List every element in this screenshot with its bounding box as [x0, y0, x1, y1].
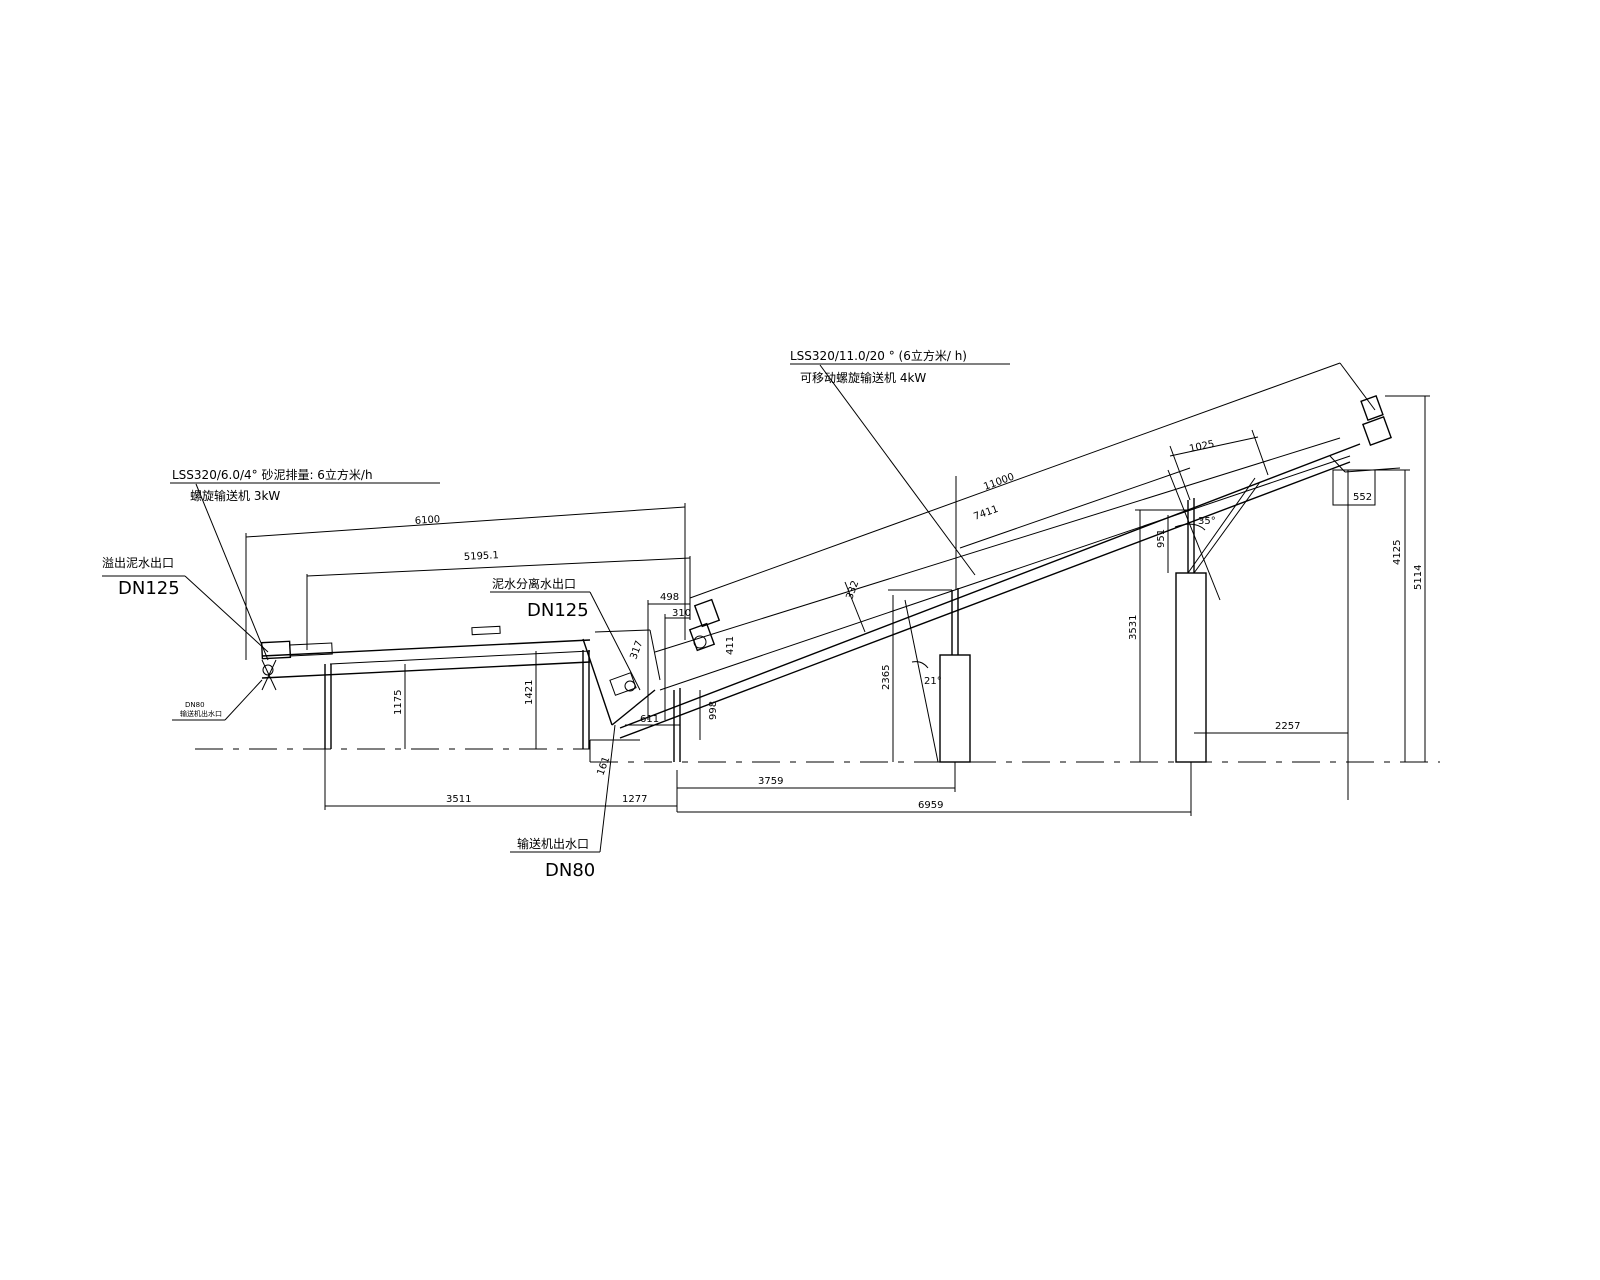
small-dn-label: DN80	[185, 701, 205, 709]
conv1-power-label: 螺旋输送机 3kW	[190, 488, 280, 503]
conv1-model-label: LSS320/6.0/4° 砂泥排量: 6立方米/h	[172, 467, 373, 482]
dimension-text: 6100 5195.1 11000 7411 1025 552 4125 511…	[393, 439, 1424, 811]
dim-3531: 3531	[1128, 615, 1139, 640]
dim-1025: 1025	[1188, 439, 1215, 455]
dim-4125: 4125	[1392, 540, 1403, 565]
sep-dn-label: DN125	[527, 600, 589, 621]
dim-611: 611	[640, 714, 659, 725]
dim-5114: 5114	[1413, 565, 1424, 590]
overflow-outlet-label: 溢出泥水出口	[102, 556, 174, 570]
leader-lines	[102, 363, 1010, 853]
conv2-power-label: 可移动螺旋输送机 4kW	[800, 370, 926, 385]
dim-35deg: 35°	[1198, 516, 1216, 527]
left-conveyor	[260, 625, 591, 749]
dim-1421: 1421	[524, 680, 535, 705]
sep-outlet-label: 泥水分离水出口	[492, 576, 576, 591]
dim-2365: 2365	[881, 665, 892, 690]
dim-498: 498	[660, 592, 679, 603]
annotation-text: LSS320/6.0/4° 砂泥排量: 6立方米/h 螺旋输送机 3kW 溢出泥…	[102, 348, 967, 881]
dimension-lines	[245, 362, 1430, 816]
dim-317: 317	[628, 639, 645, 661]
dim-6959: 6959	[918, 800, 943, 811]
main-conveyor	[619, 394, 1410, 763]
dim-5195: 5195.1	[464, 550, 500, 563]
dim-6100: 6100	[414, 514, 440, 527]
dim-3511: 3511	[446, 794, 471, 805]
conv-outlet-label: 输送机出水口	[517, 836, 589, 851]
dim-552: 552	[1353, 492, 1372, 503]
dim-3759: 3759	[758, 776, 783, 787]
ground-lines	[195, 748, 1440, 763]
dim-951: 951	[1156, 529, 1167, 548]
dim-2257: 2257	[1275, 721, 1300, 732]
dim-411: 411	[725, 636, 736, 655]
dim-7411: 7411	[972, 504, 1000, 523]
dim-998: 998	[708, 701, 719, 720]
dim-332: 332	[844, 579, 861, 601]
overflow-dn-label: DN125	[118, 578, 180, 599]
dim-1175: 1175	[393, 690, 404, 715]
conv2-model-label: LSS320/11.0/20 ° (6立方米/ h)	[790, 348, 967, 363]
small-outlet-label: 输送机出水口	[180, 709, 222, 718]
dim-1277: 1277	[622, 794, 647, 805]
separator-tank	[582, 629, 661, 762]
dim-11000: 11000	[982, 472, 1016, 493]
dim-310: 310	[672, 608, 691, 619]
conv-dn-label: DN80	[545, 860, 595, 881]
dim-21deg: 21°	[924, 676, 942, 687]
